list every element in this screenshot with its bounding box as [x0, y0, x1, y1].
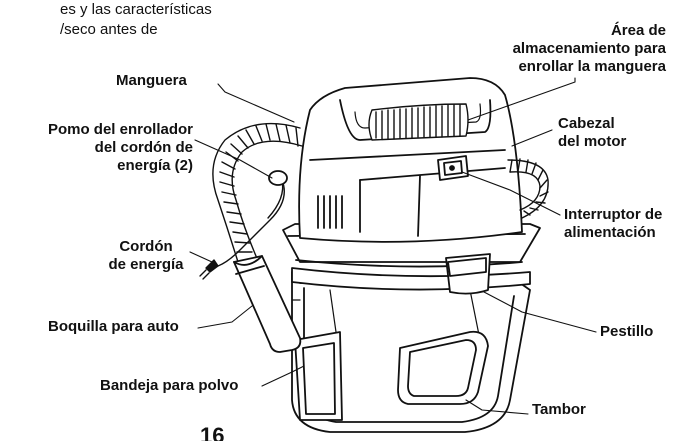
intro-text-line: /seco antes de	[60, 21, 158, 38]
intro-text-line: es y las características	[60, 1, 212, 18]
motor-head	[298, 77, 523, 243]
label-manguera: Manguera	[116, 72, 187, 89]
label-tambor: Tambor	[532, 401, 586, 418]
dust-tray	[294, 331, 343, 421]
leader-lines	[189, 77, 597, 415]
label-cabezal-motor: Cabezal del motor	[558, 115, 627, 150]
label-pestillo: Pestillo	[600, 323, 654, 340]
car-nozzle	[233, 255, 302, 353]
cord-wrap-knob	[268, 170, 288, 186]
label-boquilla: Boquilla para auto	[48, 318, 179, 335]
latch	[445, 253, 491, 295]
label-cordon-energia: Cordón de energía	[108, 238, 184, 273]
label-area-almacenamiento: Área de almacenamiento para enrollar la …	[512, 22, 666, 75]
power-switch	[437, 155, 469, 181]
label-pomo-enrollador: Pomo del enrollador del cordón de energí…	[47, 121, 193, 174]
right-hose-coil	[507, 158, 549, 219]
stored-hose	[368, 103, 469, 141]
drum-front-panel	[397, 330, 489, 405]
label-bandeja: Bandeja para polvo	[100, 377, 239, 394]
left-hose	[212, 122, 303, 263]
label-interruptor: Interruptor de alimentación	[564, 206, 663, 241]
page-number: 16	[200, 423, 225, 441]
